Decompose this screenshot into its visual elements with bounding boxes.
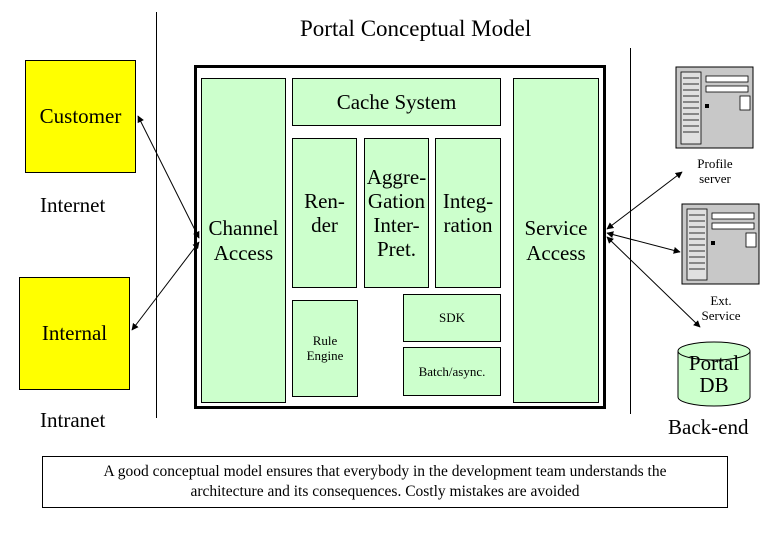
portal-db-icon <box>677 341 751 407</box>
rule-engine-label: Rule Engine <box>306 332 344 363</box>
cache-system-module: Cache System <box>292 78 501 126</box>
customer-label: Customer <box>39 104 122 128</box>
integration-module: Integ- ration <box>435 138 501 288</box>
service-profile-connector <box>606 171 683 230</box>
ext-service-server-icon <box>681 203 760 285</box>
customer-channel-connector <box>137 115 200 239</box>
cache-system-label: Cache System <box>336 89 457 114</box>
customer-box: Customer <box>25 60 136 173</box>
batch-label: Batch/async. <box>418 363 486 379</box>
caption-text: A good conceptual model ensures that eve… <box>103 462 667 500</box>
rule-engine-module: Rule Engine <box>292 300 358 397</box>
page-title: Portal Conceptual Model <box>300 16 532 41</box>
ext-service-label: Ext. Service <box>701 293 741 323</box>
channel-access-label: Channel Access <box>208 216 279 265</box>
zone-intranet-label: Intranet <box>40 408 106 432</box>
service-ext-connector <box>606 231 681 254</box>
batch-module: Batch/async. <box>403 347 501 396</box>
integration-label: Integ- ration <box>442 188 494 237</box>
service-access-label: Service Access <box>524 216 588 265</box>
profile-server-icon <box>675 66 754 149</box>
render-module: Ren- der <box>292 138 357 288</box>
zone-backend-label: Back-end <box>668 415 749 439</box>
service-access-module: Service Access <box>513 78 599 403</box>
aggregation-label: Aggre- Gation Inter- Pret. <box>366 164 427 262</box>
service-db-connector <box>606 236 701 328</box>
channel-access-module: Channel Access <box>201 78 286 403</box>
sdk-module: SDK <box>403 294 501 342</box>
profile-server-label: Profile server <box>697 156 733 186</box>
internal-label: Internal <box>41 321 108 345</box>
zone-internet-label: Internet <box>40 193 106 217</box>
internal-channel-connector <box>131 241 200 331</box>
portal-db-label: Portal DB <box>688 351 740 398</box>
caption-box: A good conceptual model ensures that eve… <box>42 456 728 508</box>
sdk-label: SDK <box>438 310 465 325</box>
internal-box: Internal <box>19 277 130 390</box>
divider-right <box>630 48 631 414</box>
aggregation-module: Aggre- Gation Inter- Pret. <box>364 138 429 288</box>
render-label: Ren- der <box>304 188 345 237</box>
